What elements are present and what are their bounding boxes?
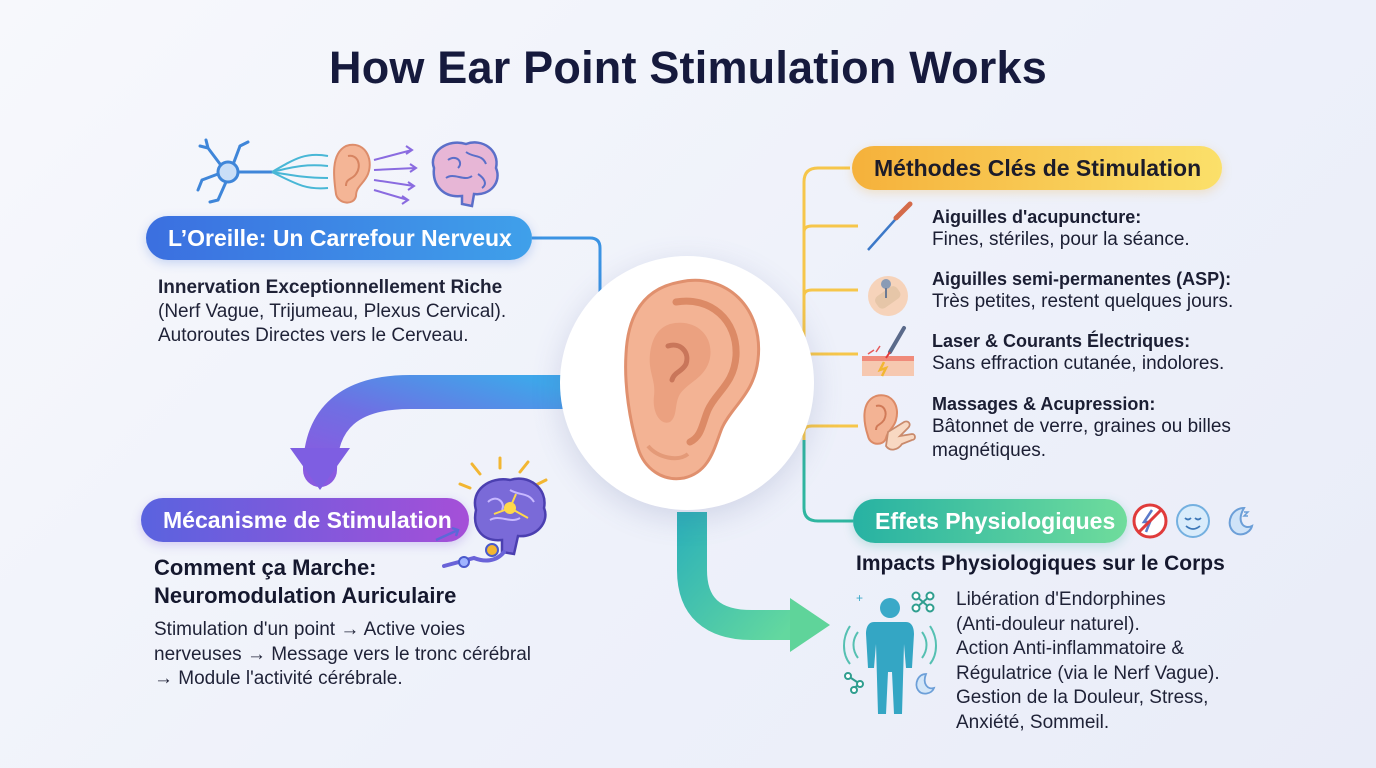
signal-arrows: [373, 145, 418, 205]
page-title: How Ear Point Stimulation Works: [329, 42, 1047, 93]
mecanisme-description: Stimulation d'un point → Active voies ne…: [154, 618, 574, 692]
methode-title: Laser & Courants Électriques:: [932, 331, 1191, 351]
impacts-description: Libération d'Endorphines (Anti-douleur n…: [956, 588, 1256, 735]
mecanisme-line-1: Stimulation d'un point → Active voies: [154, 619, 465, 640]
oreille-line-3: Autoroutes Directes vers le Cerveau.: [158, 325, 469, 346]
nerve-illustration: [196, 138, 499, 208]
mecanisme-heading: Comment ça Marche: Neuromodulation Auric…: [154, 554, 574, 610]
methode-desc: Fines, stériles, pour la séance.: [932, 229, 1190, 250]
body-effects-icon: +: [843, 591, 937, 714]
plus-glyph: +: [856, 591, 863, 605]
purple-arrowhead: [290, 448, 350, 490]
oreille-section-label: L’Oreille: Un Carrefour Nerveux: [146, 216, 532, 260]
methode-desc: magnétiques.: [932, 440, 1047, 461]
impact-line: Régulatrice (via le Nerf Vague).: [956, 662, 1220, 684]
impact-line: (Anti-douleur naturel).: [956, 613, 1140, 635]
calm-face-icon: [1176, 504, 1210, 538]
central-ear-icon: [624, 278, 761, 481]
impact-line: Gestion de la Douleur, Stress,: [956, 687, 1209, 708]
impacts-heading: Impacts Physiologiques sur le Corps: [856, 552, 1225, 575]
molecule-icon: [911, 591, 935, 613]
acupuncture-needle-icon: [867, 201, 913, 251]
methode-item-4: Massages & Acupression: Bâtonnet de verr…: [932, 393, 1262, 463]
methode-title: Massages & Acupression:: [932, 394, 1156, 414]
effets-section-label: Effets Physiologiques: [853, 499, 1127, 543]
sleep-moon-icon: [1228, 506, 1254, 536]
human-figure-icon: [866, 598, 914, 714]
mecanisme-section-label: Mécanisme de Stimulation: [141, 498, 469, 542]
methode-item-1: Aiguilles d'acupuncture: Fines, stériles…: [932, 206, 1262, 252]
methode-title: Aiguilles semi-permanentes (ASP):: [932, 269, 1232, 289]
small-ear-icon: [333, 143, 371, 204]
methode-item-3: Laser & Courants Électriques: Sans effra…: [932, 330, 1262, 376]
impact-line: Anxiété, Sommeil.: [956, 711, 1110, 733]
teal-arrowhead: [790, 598, 830, 652]
methode-desc: Sans effraction cutanée, indolores.: [932, 353, 1225, 374]
oreille-line-1: Innervation Exceptionnellement Riche: [158, 277, 503, 298]
methode-desc: Bâtonnet de verre, graines ou billes: [932, 416, 1231, 437]
molecule-small-icon: [844, 672, 864, 694]
ear-massage-icon: [863, 394, 916, 451]
methode-item-2: Aiguilles semi-permanentes (ASP): Très p…: [932, 268, 1262, 314]
oreille-line-2: (Nerf Vague, Trijumeau, Plexus Cervical)…: [158, 301, 507, 322]
mecanisme-heading-line-2: Neuromodulation Auriculaire: [154, 583, 457, 608]
laser-skin-icon: [862, 326, 914, 377]
effets-status-icons: [1132, 503, 1254, 539]
mecanisme-line-3: → Module l'activité cérébrale.: [154, 668, 403, 689]
effets-flow-arrow: [677, 512, 792, 640]
mecanisme-heading-line-1: Comment ça Marche:: [154, 555, 377, 580]
asp-patch-icon: [868, 276, 908, 316]
impact-line: Action Anti-inflammatoire &: [956, 638, 1185, 659]
signal-lines: [271, 153, 329, 190]
no-pain-icon: [1132, 503, 1168, 539]
methode-desc: Très petites, restent quelques jours.: [932, 291, 1234, 312]
glowing-brain-icon: [435, 456, 548, 568]
impact-line: Libération d'Endorphines: [956, 589, 1166, 610]
methodes-section-label: Méthodes Clés de Stimulation: [852, 146, 1222, 190]
methode-title: Aiguilles d'acupuncture:: [932, 207, 1142, 227]
oreille-description: Innervation Exceptionnellement Riche (Ne…: [158, 276, 558, 348]
brain-icon: [431, 141, 499, 208]
neuron-icon: [196, 138, 274, 204]
mecanisme-line-2: nerveuses → Message vers le tronc cérébr…: [154, 643, 531, 665]
